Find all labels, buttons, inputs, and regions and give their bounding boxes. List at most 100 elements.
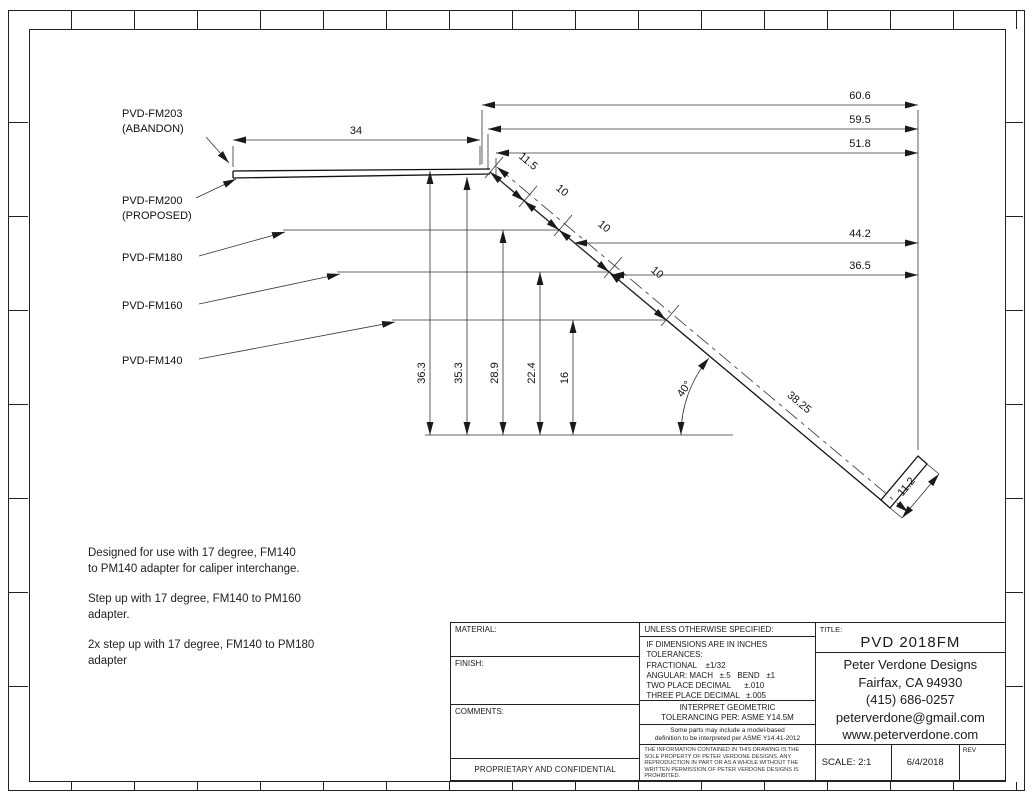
note-paragraph: Step up with 17 degree, FM140 to PM160 a… [88, 592, 314, 623]
title-block-left-column: MATERIAL: FINISH: COMMENTS: PROPRIETARY … [451, 623, 641, 780]
mount-tick-marks [484, 156, 680, 327]
unless-otherwise-header: UNLESS OTHERWISE SPECIFIED: [640, 623, 815, 637]
leader-fm160 [198, 273, 341, 305]
proprietary-cell: PROPRIETARY AND CONFIDENTIAL [451, 759, 639, 780]
dim-value-59-5: 59.5 [849, 114, 870, 126]
label-fm200-line2: (PROPOSED) [122, 210, 192, 222]
dim-value-44-2: 44.2 [849, 228, 870, 240]
date-cell: 6/4/2018 [892, 744, 960, 780]
title-block-right-column: TITLE: PVD 2018FM Peter Verdone Designs … [815, 623, 1005, 780]
dim-value-28-9: 28.9 [489, 362, 501, 383]
tolerance-line: TOLERANCES: [646, 650, 703, 660]
dim-value-11-5: 11.5 [516, 150, 539, 172]
note-line: adapter [88, 654, 128, 667]
tick-mark [484, 156, 504, 179]
tick-mark [518, 185, 538, 208]
drawing-title: PVD 2018FM [860, 634, 961, 651]
fm203-top-edge [232, 168, 491, 172]
title-cell: TITLE: PVD 2018FM [815, 623, 1005, 653]
dim-value-10c: 10 [648, 264, 665, 281]
leader-fm200 [195, 178, 237, 199]
material-label: MATERIAL: [455, 625, 497, 634]
model-based-note-cell: Some parts may include a model-based def… [640, 725, 815, 745]
centerline [496, 166, 909, 513]
model-based-line: Some parts may include a model-based [670, 727, 785, 734]
angle-arc-40 [677, 357, 710, 436]
dim-value-16: 16 [559, 372, 571, 384]
title-block-middle-column: UNLESS OTHERWISE SPECIFIED: IF DIMENSION… [640, 623, 816, 780]
interpret-line: INTERPRET GEOMETRIC [679, 703, 776, 712]
scale-cell: SCALE: 2:1 [816, 744, 892, 780]
tick-mark [603, 256, 623, 279]
note-paragraph: 2x step up with 17 degree, FM140 to PM18… [88, 638, 314, 669]
dim-line-11-2 [901, 473, 940, 519]
diag-dim-11-5 [489, 171, 525, 202]
extension-line [889, 507, 903, 519]
label-fm203-line1: PVD-FM203 [122, 108, 183, 120]
tolerance-block: IF DIMENSIONS ARE IN INCHES TOLERANCES: … [640, 637, 815, 701]
company-website: www.peterverdone.com [842, 727, 979, 742]
comments-label: COMMENTS: [455, 707, 504, 716]
leader-fm180 [198, 231, 286, 257]
tolerance-line: FRACTIONAL ±1/32 [646, 660, 726, 670]
sheet-inner-border [29, 29, 1006, 782]
company-email: peterverdone@gmail.com [835, 709, 985, 725]
part-profile [232, 166, 928, 513]
proprietary-text: PROPRIETARY AND CONFIDENTIAL [474, 765, 616, 774]
tolerance-line: ANGULAR: MACH ±.5 BEND ±1 [646, 670, 776, 680]
zone-ticks-bottom [9, 782, 1022, 790]
label-fm140: PVD-FM140 [122, 355, 183, 367]
interpret-geometric-cell: INTERPRET GEOMETRIC TOLERANCING PER: ASM… [640, 701, 815, 725]
note-line: Step up with 17 degree, FM140 to PM160 [88, 593, 301, 605]
zone-ticks-top [9, 11, 1022, 29]
dim-value-60-6: 60.6 [849, 90, 870, 102]
note-line: 2x step up with 17 degree, FM140 to PM18… [88, 639, 315, 651]
label-leaders [195, 136, 396, 360]
dim-value-10a: 10 [553, 182, 570, 199]
tolerance-line: TWO PLACE DECIMAL ±.010 [646, 681, 765, 691]
mount-reference-lines [283, 229, 733, 436]
fm200-top-edge [232, 173, 491, 179]
company-address: Fairfax, CA 94930 [858, 674, 963, 690]
material-cell: MATERIAL: [451, 623, 640, 657]
diag-dim-10a [523, 200, 560, 231]
dim-value-10b: 10 [595, 218, 612, 235]
dim-value-22-4: 22.4 [526, 362, 538, 383]
label-fm203-line2: (ABANDON) [122, 123, 184, 135]
title-block-bottom-row: SCALE: 2:1 6/4/2018 REV [816, 744, 1005, 780]
dim-value-36-3: 36.3 [416, 362, 428, 383]
comments-cell: COMMENTS: [451, 705, 640, 759]
note-line: Designed for use with 17 degree, FM140 [88, 547, 296, 559]
dimension-lines [232, 101, 940, 519]
label-fm160: PVD-FM160 [122, 300, 183, 312]
note-line: to PM140 adapter for caliper interchange… [88, 562, 300, 575]
tick-mark [553, 214, 573, 237]
title-label: TITLE: [819, 625, 843, 634]
rev-cell: REV [962, 746, 977, 754]
diag-dim-10c [608, 271, 667, 321]
extension-line [926, 463, 940, 475]
model-based-line: definition to be interpreted per ASME Y1… [654, 735, 801, 742]
diag-dim-10b [558, 229, 610, 273]
label-fm180: PVD-FM180 [122, 252, 183, 264]
dim-value-34: 34 [350, 125, 362, 137]
dim-value-35-3: 35.3 [453, 362, 465, 383]
sheet-outer-border [8, 10, 1025, 791]
zone-ticks-left [9, 29, 28, 780]
company-phone: (415) 686-0257 [865, 692, 955, 707]
finish-cell: FINISH: [451, 657, 640, 705]
title-block: MATERIAL: FINISH: COMMENTS: PROPRIETARY … [450, 622, 1006, 781]
leader-fm203 [205, 136, 230, 164]
company-name: Peter Verdone Designs [843, 657, 978, 672]
finish-label: FINISH: [455, 659, 484, 668]
zone-ticks-right [1005, 29, 1023, 780]
label-fm200-line1: PVD-FM200 [122, 195, 183, 207]
tolerance-line: THREE PLACE DECIMAL ±.005 [646, 691, 766, 701]
dim-value-36-5: 36.5 [849, 260, 870, 272]
drawing-notes: Designed for use with 17 degree, FM140 t… [88, 546, 314, 684]
proprietary-disclaimer: THE INFORMATION CONTAINED IN THIS DRAWIN… [644, 747, 800, 780]
leader-fm140 [198, 321, 396, 360]
note-paragraph: Designed for use with 17 degree, FM140 t… [88, 546, 314, 577]
